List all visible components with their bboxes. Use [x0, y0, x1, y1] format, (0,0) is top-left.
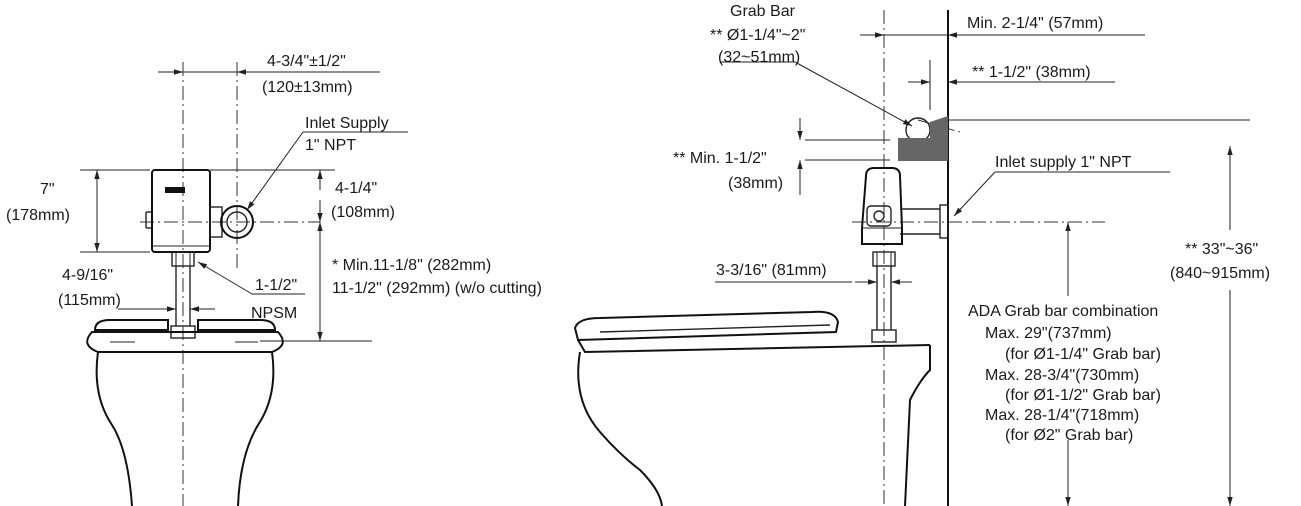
side-tube-offset-label: 3-3/16" (81mm) — [716, 262, 827, 279]
grab-bar-bracket — [898, 138, 948, 161]
side-inlet-coupling — [866, 205, 892, 227]
side-min-1-1-2-label: ** Min. 1-1/2" — [673, 150, 767, 167]
side-clearance-1-1-2-label: ** 1-1/2" (38mm) — [972, 64, 1091, 81]
front-width-mm-label: (120±13mm) — [262, 79, 353, 96]
side-grab-bar-label: Grab Bar — [730, 3, 796, 20]
side-view: Min. 2-1/4" (57mm) Grab Bar ** Ø1-1/4"~2… — [573, 3, 1270, 506]
front-spud-size-label: 1-1/2" — [255, 277, 297, 294]
front-inlet-npt-label: 1" NPT — [305, 137, 356, 154]
side-min-clearance-label: Min. 2-1/4" (57mm) — [967, 15, 1103, 32]
side-inlet-supply-label: Inlet supply 1" NPT — [995, 154, 1132, 171]
front-height-7-mm-label: (178mm) — [6, 207, 70, 224]
side-height-33-36-label: ** 33"~36" — [1185, 241, 1258, 258]
front-view: 4-3/4"±1/2" (120±13mm) — [6, 53, 542, 506]
front-width-4-9-16-label: 4-9/16" — [62, 267, 113, 284]
side-min-1-1-2-mm-label: (38mm) — [728, 175, 783, 192]
ada-line-3: Max. 28-3/4"(730mm) — [985, 367, 1139, 384]
spud-nut — [171, 251, 195, 267]
sensor-window — [165, 187, 185, 193]
front-width-label: 4-3/4"±1/2" — [267, 53, 346, 70]
side-toilet-rim — [577, 339, 931, 354]
front-width-4-9-16-mm-label: (115mm) — [58, 292, 121, 309]
ada-line-6: (for Ø2" Grab bar) — [1005, 427, 1133, 444]
front-height-4-1-4-mm-label: (108mm) — [331, 204, 395, 221]
ada-line-5: Max. 28-1/4"(718mm) — [985, 407, 1139, 424]
front-height-7-label: 7" — [40, 181, 55, 198]
ada-title: ADA Grab bar combination — [968, 303, 1158, 320]
ada-line-2: (for Ø1-1/4" Grab bar) — [1005, 346, 1161, 363]
ada-line-1: Max. 29"(737mm) — [985, 325, 1112, 342]
front-height-4-1-4-label: 4-1/4" — [335, 180, 377, 197]
side-toilet-bowl-front — [577, 351, 663, 506]
side-grab-bar-dia-label: ** Ø1-1/4"~2" — [710, 27, 805, 44]
side-flush-valve-body — [861, 167, 903, 245]
side-grab-bar-dia-mm-label: (32~51mm) — [718, 49, 800, 66]
front-inlet-supply-label: Inlet Supply — [305, 115, 389, 132]
ada-line-4: (for Ø1-1/2" Grab bar) — [1005, 387, 1161, 404]
flush-valve-body — [151, 169, 211, 253]
wall-flange — [939, 204, 949, 239]
inlet-supply-pipe — [220, 205, 254, 239]
toilet-bowl-left — [95, 351, 133, 506]
toilet-bowl-right — [237, 351, 275, 506]
front-spud-thread-label: NPSM — [251, 305, 297, 322]
side-toilet-seat — [573, 310, 840, 342]
side-height-33-36-mm-label: (840~915mm) — [1170, 265, 1270, 282]
side-toilet-bowl-back — [904, 345, 931, 506]
front-min-height-label: * Min.11-1/8" (282mm) — [332, 257, 491, 274]
front-height-wo-cutting-label: 11-1/2" (292mm) (w/o cutting) — [332, 280, 542, 297]
